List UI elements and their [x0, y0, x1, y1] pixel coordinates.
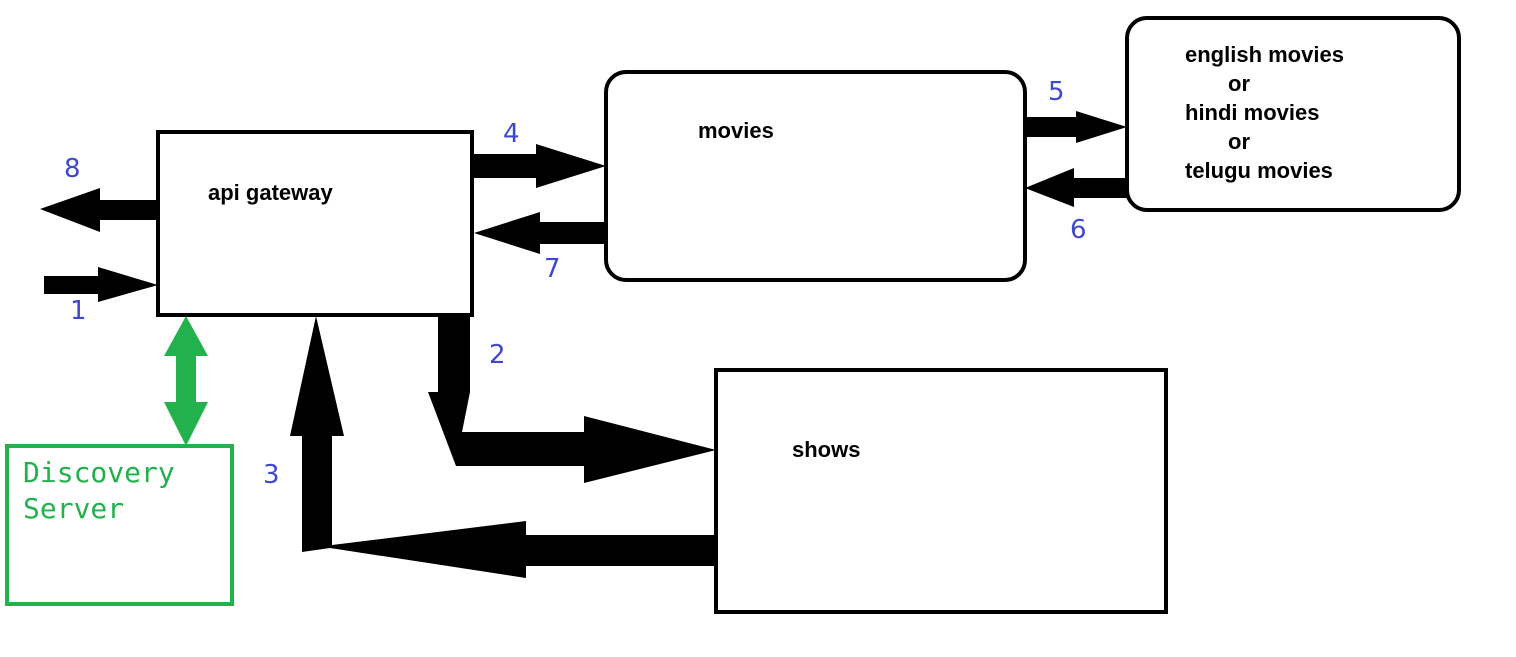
step-number-7: 7	[544, 254, 561, 284]
arrow-1	[44, 267, 158, 302]
movies-box	[604, 70, 1027, 282]
step-number-2: 2	[489, 340, 506, 370]
step-number-4: 4	[503, 119, 520, 149]
arrow-3	[290, 316, 716, 578]
arrow-7	[474, 212, 606, 254]
arrow-6	[1025, 168, 1127, 207]
discovery-server-box	[5, 444, 234, 606]
arrow-4	[472, 144, 606, 188]
arrow-5	[1025, 111, 1127, 143]
shows-box	[714, 368, 1168, 614]
discovery-server-line: Discovery	[23, 456, 175, 489]
shows-label: shows	[792, 437, 861, 462]
step-number-1: 1	[70, 296, 87, 326]
api-gateway-box	[156, 130, 474, 317]
language-movies-line: english movies	[1185, 42, 1344, 67]
language-movies-line: telugu movies	[1185, 158, 1333, 183]
api-gateway-label: api gateway	[208, 180, 333, 205]
language-movies-box	[1125, 16, 1461, 212]
language-movies-line: or	[1228, 71, 1250, 96]
step-number-5: 5	[1048, 77, 1065, 107]
language-movies-line: hindi movies	[1185, 100, 1320, 125]
discovery-arrow	[164, 316, 208, 446]
step-number-6: 6	[1070, 215, 1087, 245]
arrow-2	[428, 316, 716, 483]
step-number-3: 3	[263, 460, 280, 490]
discovery-server-line: Server	[23, 492, 125, 525]
language-movies-line: or	[1228, 129, 1250, 154]
movies-label: movies	[698, 118, 774, 143]
arrow-8	[40, 188, 158, 232]
step-number-8: 8	[64, 154, 81, 184]
